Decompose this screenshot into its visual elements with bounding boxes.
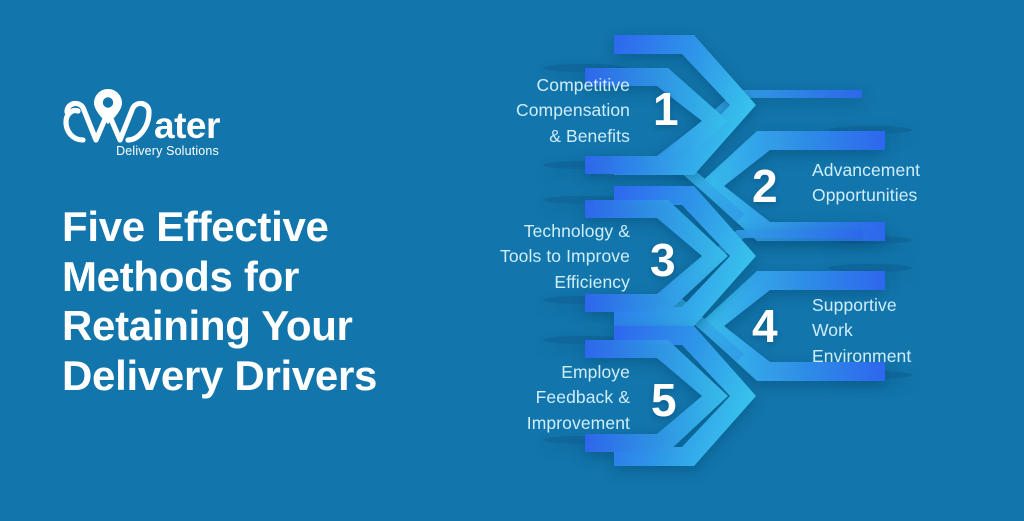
hexagon-label-3-line-1: Technology & xyxy=(523,221,630,241)
hexagon-label-5-line-2: Feedback & xyxy=(535,387,630,408)
headline-line-3: Retaining Your xyxy=(62,302,353,350)
left-content-panel: ater Delivery Solutions Five Effective M… xyxy=(62,88,482,400)
hexagon-label-3-line-2: Tools to Improve xyxy=(500,246,630,267)
hexagon-label-2-line-2: Opportunities xyxy=(812,185,918,206)
brand-tagline: Delivery Solutions xyxy=(116,144,219,158)
svg-text:ater: ater xyxy=(154,105,220,144)
headline-line-2: Methods for xyxy=(62,252,300,300)
hexagon-label-1-line-3: & Benefits xyxy=(549,125,630,146)
hexagon-label-4-line-2: Work xyxy=(812,320,853,341)
hexagon-label-3: Technology & Tools to Improve Efficiency xyxy=(430,219,630,295)
hexagon-number-1: 1 xyxy=(653,83,679,135)
hexagon-label-1-line-2: Compensation xyxy=(515,100,630,121)
headline-line-4: Delivery Drivers xyxy=(62,351,378,399)
hexagon-label-1-line-1: Competitive xyxy=(536,75,630,95)
hexagon-label-1: Competitive Compensation & Benefits xyxy=(430,73,630,149)
headline-line-1: Five Effective xyxy=(62,203,329,250)
hexagon-label-4-line-1: Supportive xyxy=(812,295,897,315)
hexagon-label-4-line-3: Environment xyxy=(812,345,912,366)
hexagon-label-5-line-3: Improvement xyxy=(526,412,630,433)
hexagon-label-2: Advancement Opportunities xyxy=(812,158,1012,209)
hexagon-number-5: 5 xyxy=(651,374,677,426)
water-w-wave-icon: ater xyxy=(63,89,220,144)
hexagon-number-2: 2 xyxy=(752,160,778,212)
location-pin-icon xyxy=(94,89,122,124)
hexagon-label-4: Supportive Work Environment xyxy=(812,293,1012,369)
hexagon-label-2-line-1: Advancement xyxy=(812,160,921,180)
hexagon-label-5-line-1: Employe xyxy=(561,362,630,382)
hexagon-number-4: 4 xyxy=(752,300,778,352)
hexagon-label-5: Employe Feedback & Improvement xyxy=(430,360,630,436)
hexagon-label-3-line-3: Efficiency xyxy=(554,271,630,292)
page-title: Five Effective Methods for Retaining You… xyxy=(62,202,462,400)
brand-logo[interactable]: ater Delivery Solutions xyxy=(62,88,272,164)
hexagon-number-3: 3 xyxy=(650,234,676,286)
